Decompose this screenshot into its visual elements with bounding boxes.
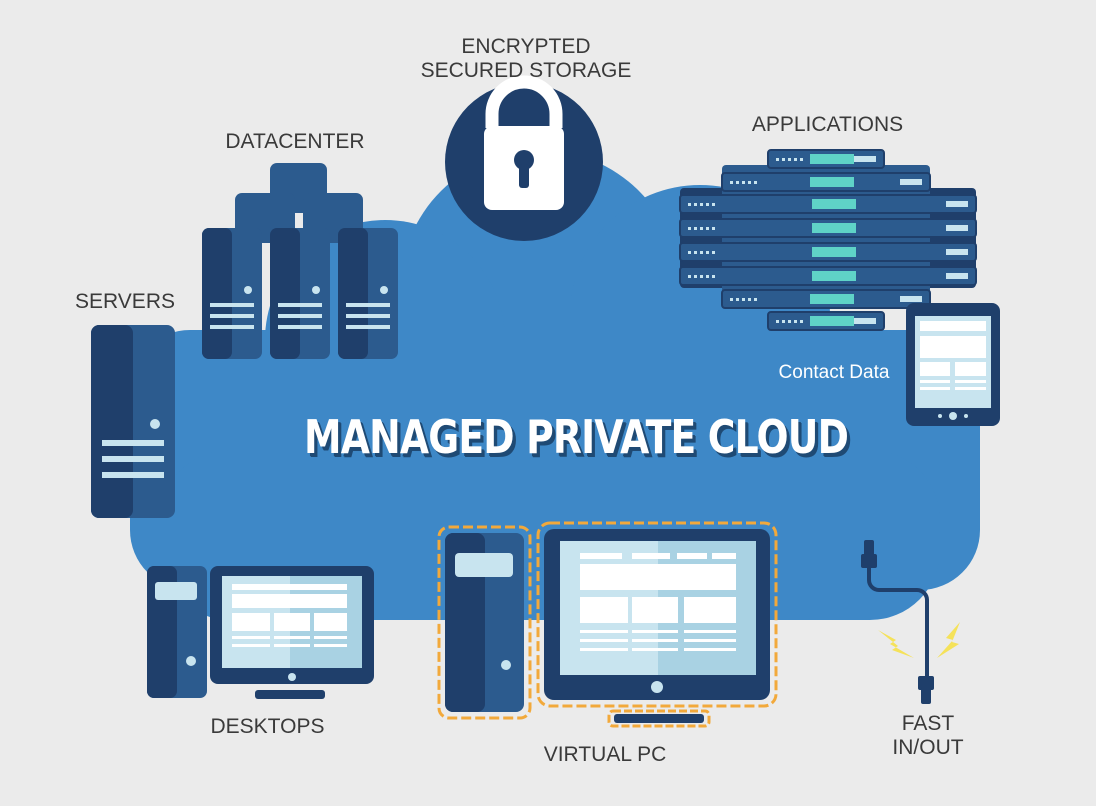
lightning-icon	[878, 622, 960, 658]
server-tower-icon	[91, 325, 175, 518]
tablet-icon	[906, 303, 1000, 426]
diagram-title: MANAGED PRIVATE CLOUD	[304, 410, 849, 464]
applications-label: APPLICATIONS	[751, 113, 904, 136]
desktops-label: DESKTOPS	[210, 715, 325, 738]
storage-label-line2: SECURED STORAGE	[420, 59, 632, 82]
virtual-pc-label: VIRTUAL PC	[543, 743, 667, 766]
storage-label: ENCRYPTED SECURED STORAGE	[400, 35, 652, 83]
datacenter-label: DATACENTER	[225, 130, 365, 153]
fast-label: FAST IN/OUT	[868, 712, 988, 760]
applications-rack-icon	[679, 149, 977, 331]
cable-plug-icon	[861, 540, 934, 704]
desktop-icon	[147, 566, 374, 699]
datacenter-icon	[202, 163, 398, 359]
virtual-pc-icon	[437, 521, 778, 728]
fast-label-line1: FAST	[901, 712, 955, 735]
fast-label-line2: IN/OUT	[892, 736, 964, 759]
storage-label-line1: ENCRYPTED	[461, 35, 591, 58]
contact-data-label: Contact Data	[778, 362, 890, 383]
lock-icon	[445, 75, 603, 241]
servers-label: SERVERS	[75, 290, 175, 313]
